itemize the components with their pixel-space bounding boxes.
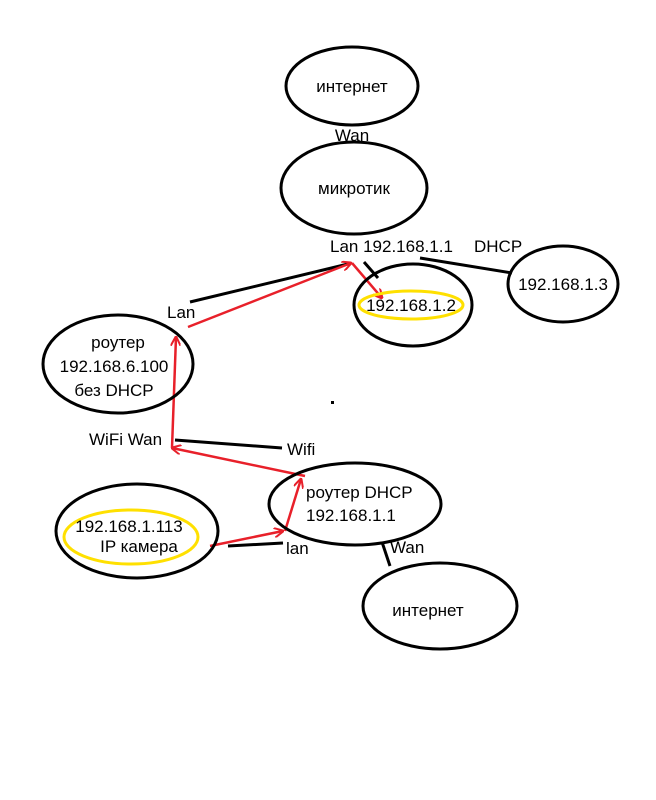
node-router-left-line2: 192.168.6.100 — [60, 357, 169, 376]
label-wan-bottom: Wan — [390, 538, 424, 557]
arrow-camera-to-router-dhcp — [209, 531, 283, 548]
line-wifi-link — [174, 438, 283, 450]
line-mikrotik-to-client-2 — [362, 261, 380, 279]
node-client-2-shape — [352, 262, 474, 348]
node-mikrotik-label: микротик — [318, 179, 390, 198]
arrow-router-to-mikrotik — [187, 263, 351, 329]
line-router-to-internet — [380, 541, 392, 567]
node-client-3-label: 192.168.1.3 — [518, 275, 608, 294]
node-ip-camera-ip: 192.168.1.113 — [75, 517, 182, 536]
label-wifi: Wifi — [287, 440, 315, 459]
node-client-2: 192.168.1.2 — [352, 262, 474, 348]
line-camera-to-router — [227, 541, 284, 548]
node-internet-top-label: интернет — [316, 77, 388, 96]
node-internet-bottom-shape — [361, 561, 519, 651]
node-ip-camera-label: IP камера — [100, 537, 178, 556]
node-ip-camera: 192.168.1.113 IP камера — [54, 482, 220, 580]
node-router-dhcp-line2: 192.168.1.1 — [306, 506, 396, 525]
node-internet-top-shape — [284, 45, 420, 127]
label-wan-top: Wan — [335, 126, 369, 145]
traffic-path — [172, 263, 382, 548]
connection-lines — [174, 256, 513, 567]
arrow-up-to-router-dhcp-top — [283, 479, 301, 532]
label-dhcp: DHCP — [474, 237, 522, 256]
node-client-3-shape — [506, 244, 620, 324]
node-client-2-highlight — [357, 289, 465, 321]
line-mikrotik-to-router — [189, 262, 349, 304]
arrow-wifi-wan-to-router — [172, 337, 176, 449]
node-router-left: роутер 192.168.6.100 без DHCP — [41, 313, 195, 415]
node-client-2-label: 192.168.1.2 — [366, 296, 456, 315]
node-mikrotik: микротик — [279, 140, 429, 236]
node-router-dhcp: роутер DHCP 192.168.1.1 — [267, 461, 443, 547]
node-mikrotik-shape — [279, 140, 429, 236]
node-router-left-shape — [41, 313, 195, 415]
node-router-left-line3: без DHCP — [74, 381, 153, 400]
label-lan-camera: lan — [286, 539, 309, 558]
node-router-left-line1: роутер — [91, 333, 145, 352]
node-internet-bottom: интернет — [361, 561, 519, 651]
label-wifi-wan: WiFi Wan — [89, 430, 162, 449]
label-lan-left: Lan — [167, 303, 195, 322]
node-router-dhcp-shape — [267, 461, 443, 547]
node-ip-camera-shape — [54, 482, 220, 580]
node-client-3: 192.168.1.3 — [506, 244, 620, 324]
node-ip-camera-highlight — [62, 508, 200, 566]
node-internet-bottom-label: интернет — [392, 601, 464, 620]
line-mikrotik-to-client-3 — [419, 256, 513, 275]
node-internet-top: интернет — [284, 45, 420, 127]
stray-dot — [331, 401, 334, 404]
node-router-dhcp-line1: роутер DHCP — [306, 483, 413, 502]
label-mikrotik-lan: Lan 192.168.1.1 — [330, 237, 453, 256]
arrow-router-dhcp-to-wifi-wan — [172, 448, 306, 478]
